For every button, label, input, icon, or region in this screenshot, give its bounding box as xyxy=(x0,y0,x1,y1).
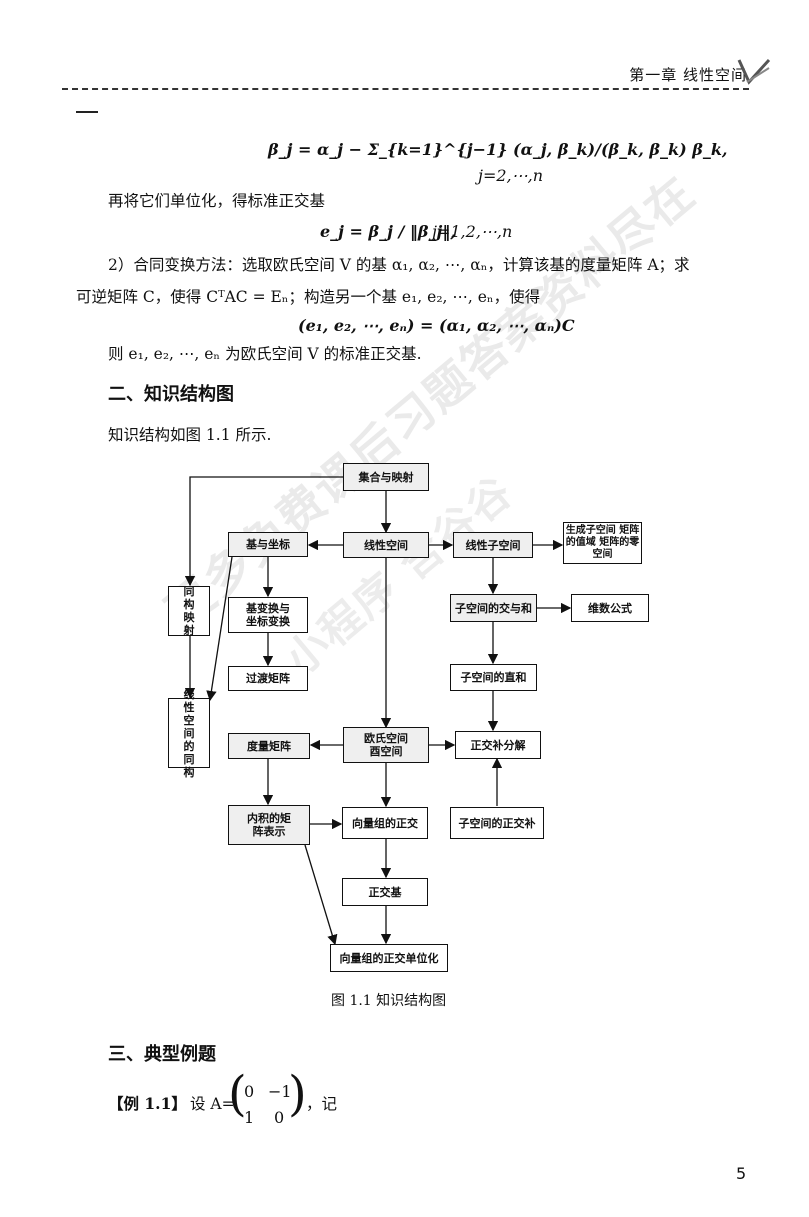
node-linear-space: 线性空间 xyxy=(343,532,429,558)
node-inner-product-matrix: 内积的矩阵表示 xyxy=(228,805,310,845)
gram-schmidt-formula: β_j = α_j − Σ_{k=1}^{j−1} (α_j, β_k)/(β_… xyxy=(268,140,728,159)
section2-intro: 知识结构如图 1.1 所示. xyxy=(108,426,272,444)
figure-caption: 图 1.1 知识结构图 xyxy=(331,993,447,1009)
node-dimension-formula: 维数公式 xyxy=(571,594,649,622)
node-isomorphism: 线性空间的同构 xyxy=(168,688,210,779)
node-intersection-sum: 子空间的交与和 xyxy=(450,594,537,622)
normalize-range: j=1,2,⋯,n xyxy=(432,222,513,241)
method2-line1: 2）合同变换方法：选取欧氏空间 V 的基 α₁, α₂, ⋯, αₙ，计算该基的… xyxy=(108,256,690,274)
node-generated-subspace: 生成子空间 矩阵的值域 矩阵的零空间 xyxy=(563,522,642,564)
basis-transform-formula: (e₁, e₂, ⋯, eₙ) = (α₁, α₂, ⋯, αₙ)C xyxy=(298,316,575,335)
normalize-formula: e_j = β_j / ‖β_j‖, xyxy=(320,222,456,241)
section3-title: 三、典型例题 xyxy=(108,1044,216,1065)
chapter-mark-icon xyxy=(737,58,771,85)
node-metric-matrix: 度量矩阵 xyxy=(228,733,310,759)
node-orthogonal-basis: 正交基 xyxy=(342,878,428,906)
example-label: 【例 1.1】 xyxy=(108,1094,187,1113)
node-basis-coordinates: 基与坐标 xyxy=(228,532,308,557)
method2-line2: 可逆矩阵 C，使得 CᵀAC = Eₙ；构造另一个基 e₁, e₂, ⋯, eₙ… xyxy=(76,288,541,306)
example-matrix: ( 0 −1 1 0 ) xyxy=(228,1066,307,1127)
chapter-header: 第一章 线性空间 xyxy=(629,66,747,84)
matrix-cell-12: −1 xyxy=(268,1082,292,1101)
matrix-cell-11: 0 xyxy=(244,1082,255,1101)
node-direct-sum: 子空间的直和 xyxy=(450,664,537,691)
node-orthonormalization: 向量组的正交单位化 xyxy=(330,944,448,972)
node-orthogonal-decomposition: 正交补分解 xyxy=(455,731,541,759)
node-transition-matrix: 过渡矩阵 xyxy=(228,666,308,691)
example-text: 设 A= xyxy=(190,1095,235,1113)
node-sets-and-maps: 集合与映射 xyxy=(343,463,429,491)
page-number: 5 xyxy=(736,1164,747,1183)
node-linear-subspace: 线性子空间 xyxy=(453,532,533,558)
gram-schmidt-range: j=2,⋯,n xyxy=(478,166,544,185)
matrix-cell-22: 0 xyxy=(274,1108,285,1127)
node-basis-change: 基变换与 坐标变换 xyxy=(228,597,308,633)
matrix-cell-21: 1 xyxy=(244,1108,255,1127)
example-tail: ，记 xyxy=(306,1095,338,1113)
header-divider xyxy=(62,88,749,90)
margin-mark xyxy=(76,111,98,113)
method2-conclusion: 则 e₁, e₂, ⋯, eₙ 为欧氏空间 V 的标准正交基. xyxy=(108,345,422,363)
node-vector-orthogonal: 向量组的正交 xyxy=(342,807,428,839)
section2-title: 二、知识结构图 xyxy=(108,384,234,405)
node-orthogonal-complement: 子空间的正交补 xyxy=(450,807,544,839)
node-euclidean-space: 欧氏空间 酉空间 xyxy=(343,727,429,763)
node-isomorphic-map: 同构映射 xyxy=(168,585,210,637)
normalize-intro: 再将它们单位化，得标准正交基 xyxy=(108,192,326,210)
